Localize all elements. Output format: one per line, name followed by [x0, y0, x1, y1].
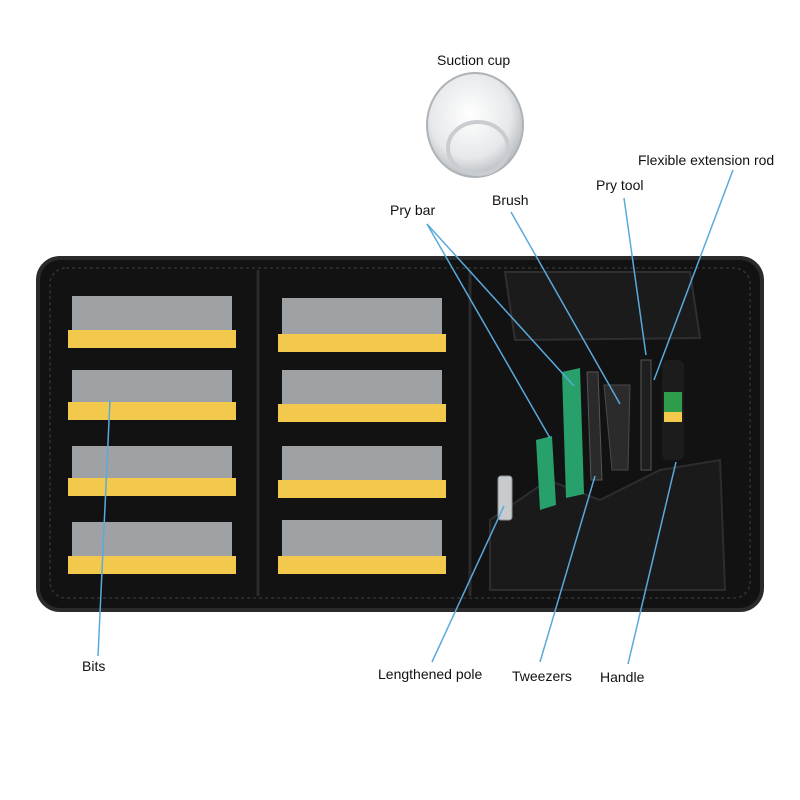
- bit-holders-middle: [278, 298, 446, 574]
- leader-line-brush: [510, 211, 621, 405]
- leader-line-lengthened-pole: [431, 505, 505, 663]
- label-bits: Bits: [82, 658, 106, 674]
- leader-line-pry-bar-1: [426, 223, 551, 439]
- label-lengthened-pole: Lengthened pole: [378, 666, 483, 682]
- bit-holders-left: [68, 296, 236, 574]
- label-handle: Handle: [600, 669, 645, 685]
- brush: [603, 384, 631, 471]
- suction-cup: [426, 72, 524, 178]
- leader-line-handle: [627, 461, 677, 665]
- pry-bar: [536, 436, 556, 510]
- leader-lines: [97, 169, 734, 665]
- bit-strip: [68, 522, 236, 574]
- leader-line-extension-rod: [653, 169, 734, 381]
- bit-strip: [68, 446, 236, 496]
- label-pry-tool: Pry tool: [596, 177, 644, 193]
- label-suction-cup: Suction cup: [437, 52, 511, 68]
- bit-strip: [68, 370, 236, 420]
- pry-tool: [640, 359, 652, 471]
- bit-strip: [278, 370, 446, 422]
- leader-line-bits: [97, 399, 111, 657]
- leader-line-tweezers: [539, 475, 596, 663]
- bit-strip: [68, 296, 236, 348]
- tweezers: [586, 371, 603, 481]
- lengthened-pole: [497, 475, 513, 521]
- bit-strip: [278, 520, 446, 574]
- leader-line-pry-bar-2: [426, 223, 575, 387]
- label-brush: Brush: [492, 192, 529, 208]
- label-flexible-extension-rod: Flexible extension rod: [638, 152, 775, 168]
- pry-bar: [562, 368, 584, 498]
- handle: [662, 360, 684, 460]
- bit-strip: [278, 298, 446, 352]
- bit-strip: [278, 446, 446, 498]
- label-tweezers: Tweezers: [512, 668, 572, 684]
- leader-line-pry-tool: [623, 197, 647, 356]
- label-pry-bar: Pry bar: [390, 202, 436, 218]
- tools-right: [497, 359, 684, 521]
